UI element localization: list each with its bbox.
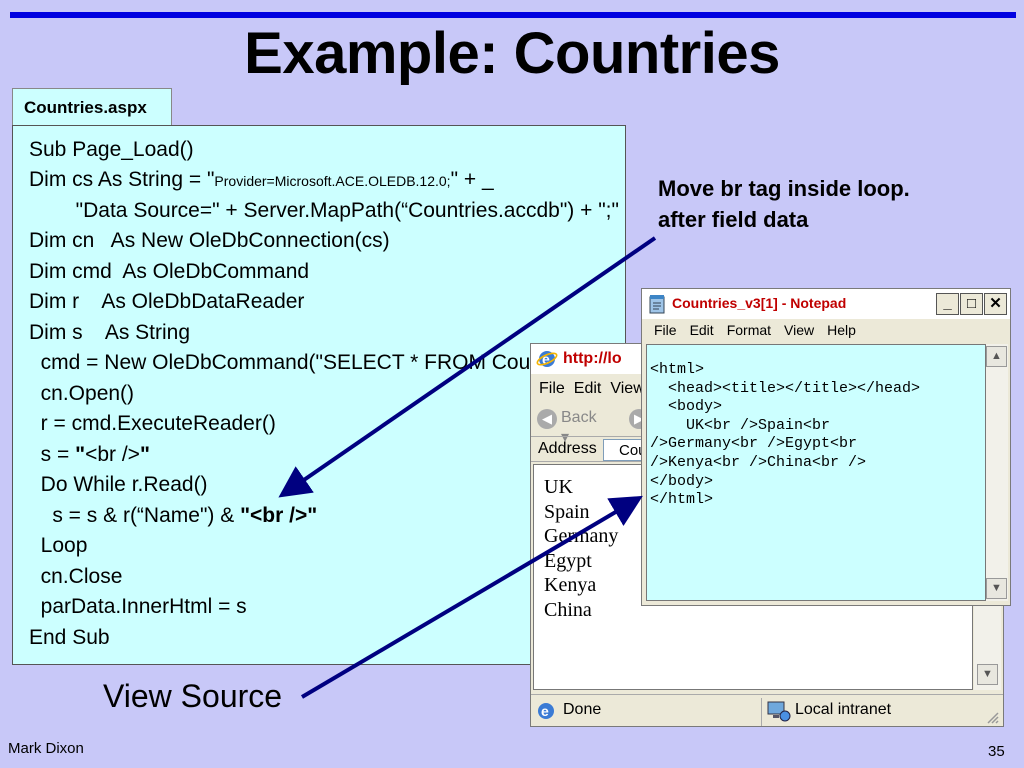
resize-grip-icon[interactable] — [985, 710, 999, 724]
scroll-up-icon[interactable]: ▲ — [986, 346, 1007, 367]
top-rule — [10, 12, 1016, 18]
source-line: </html> — [650, 491, 714, 509]
address-label: Address — [538, 440, 597, 457]
file-tab: Countries.aspx — [12, 88, 172, 126]
callout-line: Move br tag inside loop. — [658, 176, 910, 201]
notepad-scrollbar[interactable]: ▲ ▼ — [986, 344, 1008, 601]
code-line: Dim cn As New OleDbConnection(cs) — [29, 229, 390, 252]
menu-edit[interactable]: Edit — [689, 322, 714, 338]
status-text: Done — [563, 701, 602, 718]
menu-format[interactable]: Format — [726, 322, 772, 338]
code-line: cn.Open() — [29, 382, 135, 405]
code-text: " + _ — [450, 168, 494, 191]
code-text-bold: "<br />" — [240, 504, 318, 527]
code-text: s = s & r(“Name") & — [29, 504, 241, 527]
notepad-title-bar: Countries_v3[1] - Notepad _ □ ✕ — [642, 289, 1010, 319]
menu-file[interactable]: File — [654, 322, 677, 338]
scroll-down-icon[interactable]: ▼ — [986, 578, 1007, 599]
code-text: Dim cs As String = " — [29, 168, 215, 191]
callout-note: Move br tag inside loop. after field dat… — [658, 173, 910, 235]
list-item: Germany — [544, 525, 619, 547]
code-text-bold: " — [75, 443, 86, 466]
callout-line: after field data — [658, 207, 809, 232]
ie-icon: e — [536, 351, 558, 367]
source-line: <body> — [650, 398, 723, 416]
close-button[interactable]: ✕ — [984, 293, 1007, 315]
code-text-small: Provider=Microsoft.ACE.OLEDB.12.0; — [214, 173, 451, 189]
browser-menu-bar: File Edit View — [539, 380, 654, 398]
list-item: Kenya — [544, 574, 597, 596]
code-text-bold: " — [139, 443, 150, 466]
page-number: 35 — [988, 743, 1005, 760]
code-line: r = cmd.ExecuteReader() — [29, 412, 276, 435]
zone-text: Local intranet — [795, 701, 892, 718]
code-line: Dim r As OleDbDataReader — [29, 290, 305, 313]
notepad-title: Countries_v3[1] - Notepad — [672, 295, 847, 311]
minimize-button[interactable]: _ — [936, 293, 959, 315]
local-intranet-icon — [767, 701, 791, 722]
scroll-down-icon[interactable]: ▼ — [977, 664, 998, 685]
ie-icon: e — [538, 703, 554, 719]
country-list: UK Spain Germany Egypt Kenya China — [544, 475, 618, 622]
maximize-button[interactable]: □ — [960, 293, 983, 315]
source-line: />Kenya<br />China<br /> — [650, 453, 867, 471]
notepad-window: Countries_v3[1] - Notepad _ □ ✕ File Edit… — [641, 288, 1011, 606]
menu-view[interactable]: View — [610, 380, 645, 397]
code-line: cn.Close — [29, 565, 123, 588]
browser-status-bar: e Done Local intranet — [531, 694, 1003, 726]
menu-file[interactable]: File — [539, 380, 565, 397]
menu-view[interactable]: View — [784, 322, 815, 338]
code-line: End Sub — [29, 626, 110, 649]
code-line: Loop — [29, 534, 88, 557]
code-line: cmd = New OleDbCommand("SELECT * FROM Co… — [29, 351, 566, 374]
slide-title: Example: Countries — [244, 21, 780, 86]
svg-text:e: e — [541, 703, 549, 719]
menu-help[interactable]: Help — [827, 322, 856, 338]
list-item: Spain — [544, 500, 590, 523]
notepad-icon — [649, 295, 665, 314]
code-line: parData.InnerHtml = s — [29, 595, 247, 618]
source-line: UK<br />Spain<br — [650, 416, 831, 434]
view-source-label: View Source — [103, 678, 283, 714]
code-line: Sub Page_Load() — [29, 138, 194, 161]
list-item: Egypt — [544, 549, 592, 572]
source-line: <html> — [650, 361, 705, 378]
status-divider — [761, 698, 762, 726]
author-name: Mark Dixon — [8, 740, 84, 757]
back-arrow-icon[interactable]: ◀ — [537, 409, 557, 429]
code-line: Do While r.Read() — [29, 473, 208, 496]
code-line: "Data Source=" + Server.MapPath(“Countri… — [29, 199, 619, 222]
code-line: s = s & r(“Name") & "<br />" — [29, 504, 317, 528]
notepad-menu-bar: File Edit Format View Help — [654, 322, 869, 338]
code-line: Dim cmd As OleDbCommand — [29, 260, 310, 283]
source-line: </body> — [650, 472, 714, 490]
source-line: <head><title></title></head> — [650, 379, 921, 397]
source-line: />Germany<br />Egypt<br — [650, 435, 858, 453]
browser-title: http://lo — [563, 350, 622, 367]
list-item: UK — [544, 476, 573, 498]
code-line: Dim s As String — [29, 321, 191, 344]
code-text: s = — [29, 443, 76, 466]
menu-edit[interactable]: Edit — [573, 380, 602, 397]
code-line: s = "<br />" — [29, 443, 150, 467]
list-item: China — [544, 598, 592, 621]
code-line: Dim cs As String = "Provider=Microsoft.A… — [29, 168, 494, 192]
notepad-text-area[interactable]: <html> <head><title></title></head> <bod… — [646, 344, 986, 601]
code-text: <br /> — [85, 443, 140, 466]
